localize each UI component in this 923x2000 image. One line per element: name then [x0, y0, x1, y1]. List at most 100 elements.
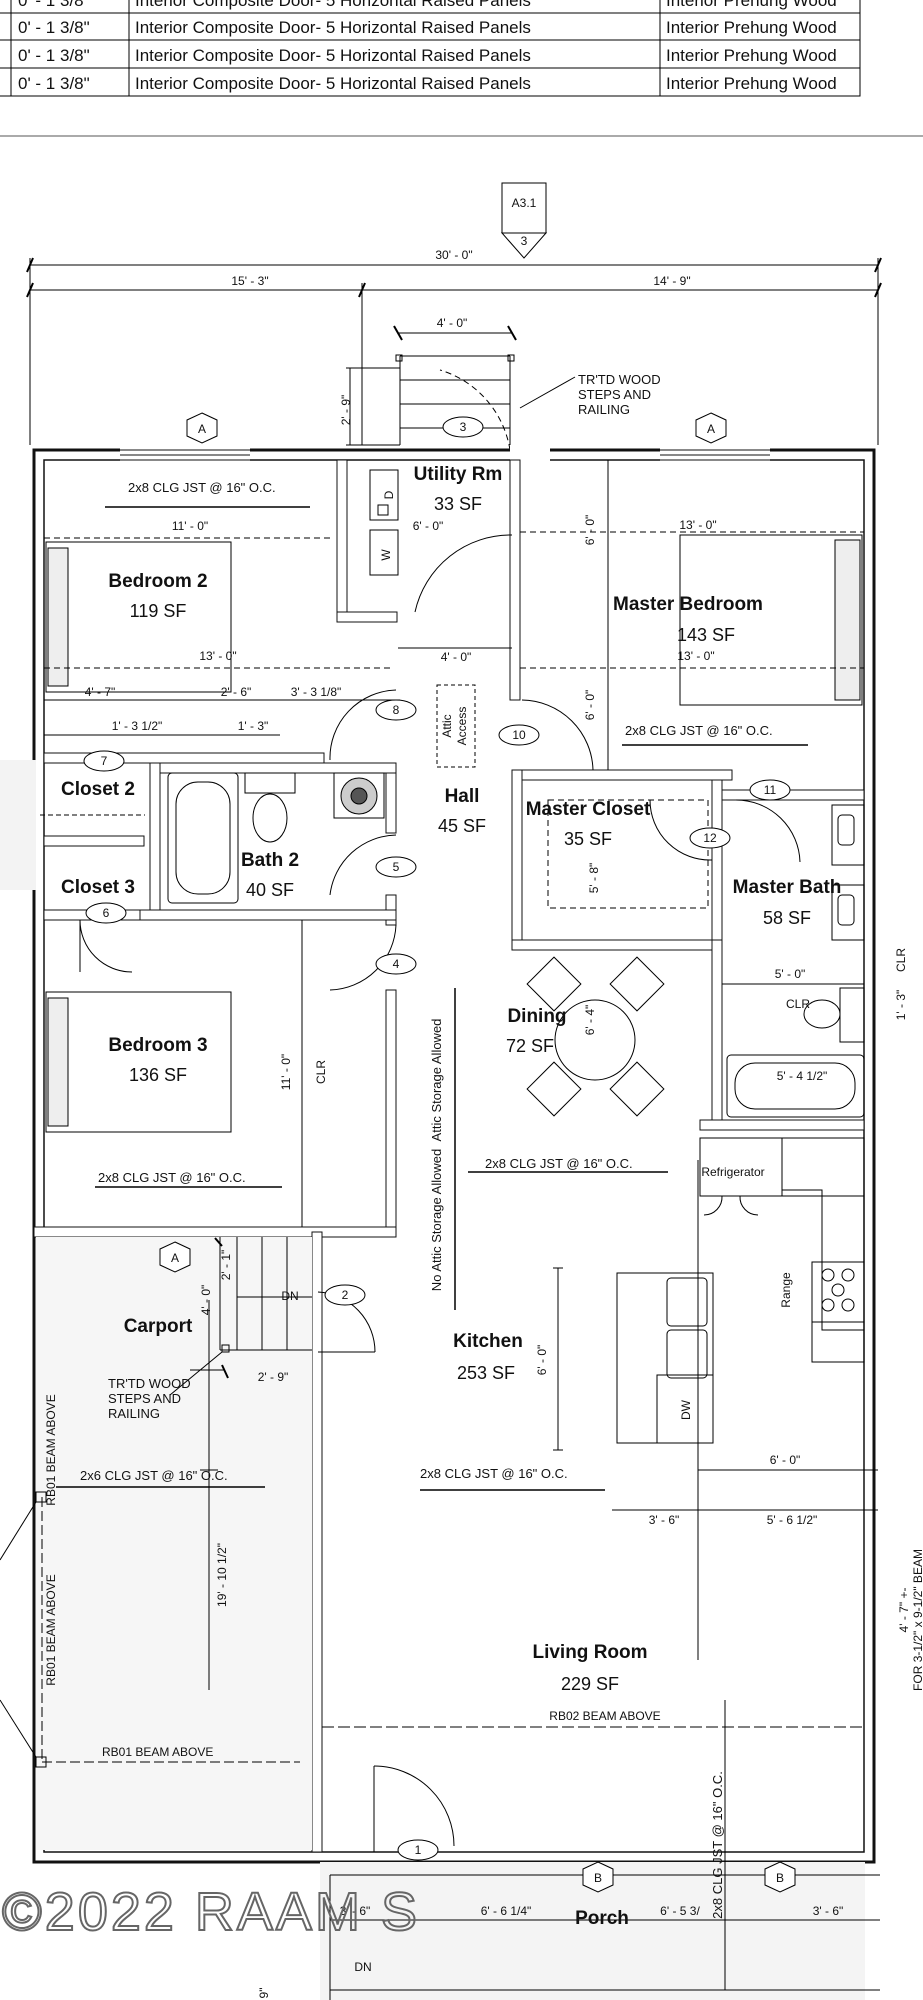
table-row: 0' - 1 3/8" Interior Composite Door- 5 H…	[18, 18, 837, 37]
door-tag: 10	[498, 724, 540, 746]
section-mark: B	[582, 1861, 614, 1893]
room-dining: Dining	[507, 1006, 566, 1027]
dim-carport-b: 2' - 1"	[219, 1250, 233, 1281]
bedroom-3: Bedroom 3 136 SF 11' - 0" CLR 2x8 CLG JS…	[45, 920, 328, 1227]
room-area: 119 SF	[130, 601, 187, 621]
joist-2x6: 2x6 CLG JST @ 16" O.C.	[56, 1468, 265, 1488]
type-cell: Interior Prehung Wood	[666, 46, 837, 65]
dim-carport-step: 2' - 9"	[258, 1370, 289, 1384]
dim-step-depth: 2' - 9"	[339, 395, 353, 426]
dim-mbath-width: 5' - 0"	[775, 967, 806, 981]
clr-label: CLR	[894, 948, 908, 972]
note-rb02-beam: RB02 BEAM ABOVE	[549, 1709, 660, 1723]
dim-d5: 1' - 3"	[238, 719, 269, 733]
room-area: 136 SF	[129, 1065, 187, 1085]
svg-text:2: 2	[342, 1288, 349, 1302]
dim-bed2-width2: 13' - 0"	[199, 649, 236, 663]
clr-label: CLR	[786, 997, 810, 1011]
door-tag: 8	[375, 699, 417, 721]
svg-text:5: 5	[393, 860, 400, 874]
porch: 1 B B 3' - 6" 6' - 6 1/4" Porch 6' - 5 3…	[257, 1839, 880, 1999]
door-tag: 1	[397, 1839, 439, 1861]
dim-kit-height: 6' - 0"	[535, 1345, 549, 1376]
svg-text:7: 7	[101, 754, 108, 768]
svg-text:RAILING: RAILING	[578, 402, 630, 417]
type-cell: Interior Prehung Wood	[666, 74, 837, 93]
utility-room: D W Utility Rm 33 SF 6' - 0" 4' - 0"	[369, 464, 513, 664]
dim-tub-width: 5' - 4 1/2"	[777, 1069, 828, 1083]
washer-label: W	[379, 549, 393, 561]
svg-text:STEPS AND: STEPS AND	[578, 387, 651, 402]
dim-d4: 1' - 3 1/2"	[112, 719, 163, 733]
dim-mb-height2: 6' - 0"	[583, 690, 597, 721]
room-name: Hall	[445, 786, 480, 807]
closet-2: Closet 2	[40, 779, 145, 816]
door-tag: 5	[375, 856, 417, 878]
type-cell: Interior Prehung Wood	[666, 0, 837, 10]
door-tag: 6	[85, 902, 127, 924]
room-area: 143 SF	[677, 625, 735, 645]
room-name: Bath 2	[241, 850, 299, 871]
door-tag: 4	[375, 953, 417, 975]
dining	[526, 956, 665, 1117]
section-mark: A	[159, 1241, 191, 1273]
dn-label: DN	[281, 1289, 298, 1303]
dim-carport-a: 4' - 0"	[199, 1285, 213, 1316]
room-area: 40 SF	[246, 880, 294, 900]
svg-text:TR'TD WOOD: TR'TD WOOD	[578, 372, 661, 387]
attic-access-label: Access	[455, 707, 469, 746]
dim-porch-cut: 9"	[257, 1988, 271, 1999]
section-mark: A	[186, 412, 218, 444]
dim-mb-width: 13' - 0"	[679, 518, 716, 532]
dim-step-width: 4' - 0"	[437, 316, 468, 330]
attic-access-label: Attic	[440, 714, 454, 737]
bath-2: Bath 2 40 SF	[167, 772, 397, 904]
section-mark: B	[764, 1861, 796, 1893]
svg-text:11: 11	[764, 783, 777, 797]
description-cell: Interior Composite Door- 5 Horizontal Ra…	[135, 0, 531, 10]
section-number: 3	[521, 234, 528, 248]
note-attic-storage: Attic Storage Allowed	[429, 1019, 444, 1142]
closet-3: Closet 3	[61, 877, 135, 973]
svg-text:2x6 CLG JST @ 16" O.C.: 2x6 CLG JST @ 16" O.C.	[80, 1468, 228, 1483]
dw-label: DW	[679, 1399, 693, 1420]
door-tag: 11	[749, 779, 791, 801]
note-for-beam: FOR 3-1/2" x 9-1/2" BEAM	[911, 1549, 923, 1691]
room-living-area: 229 SF	[561, 1674, 619, 1694]
joist-porch-note: 2x8 CLG JST @ 16" O.C.	[710, 1771, 725, 1919]
description-cell: Interior Composite Door- 5 Horizontal Ra…	[135, 46, 531, 65]
room-name: Master Bedroom	[613, 594, 763, 615]
beam-lines	[0, 1491, 300, 1768]
dim-hall-width: 4' - 0"	[441, 650, 472, 664]
dim-right: 14' - 9"	[653, 274, 690, 288]
dim-overall: 30' - 0"	[435, 248, 472, 262]
svg-text:A: A	[198, 422, 206, 436]
room-name: Utility Rm	[414, 464, 503, 485]
joist-note: 2x8 CLG JST @ 16" O.C.	[485, 1156, 633, 1171]
dim-porch-d: 3' - 6"	[813, 1904, 844, 1918]
dim-porch-c: 6' - 5 3/	[660, 1904, 700, 1918]
svg-text:3: 3	[460, 420, 467, 434]
dim-bed3-height: 11' - 0"	[279, 1054, 293, 1090]
door-schedule-table: 0' - 1 3/8" Interior Composite Door- 5 H…	[0, 0, 923, 137]
joist-note: 2x8 CLG JST @ 16" O.C.	[128, 480, 276, 495]
note-no-attic-storage: No Attic Storage Allowed	[429, 1149, 444, 1291]
room-porch: Porch	[575, 1908, 629, 1929]
dim-lr-a: 3' - 6"	[649, 1513, 680, 1527]
dim-mc-height: 5' - 8"	[587, 863, 601, 894]
master-bedroom: 13' - 0" Master Bedroom 143 SF 13' - 0" …	[520, 460, 864, 771]
dim-porch-a: 3' - 6"	[340, 1904, 371, 1918]
dim-mb-width2: 13' - 0"	[677, 649, 714, 663]
room-area: 58 SF	[763, 908, 811, 928]
table-row: 0' - 1 3/8" Interior Composite Door- 5 H…	[18, 74, 837, 93]
door-tag: 7	[83, 750, 125, 772]
note-rb01-beam: RB01 BEAM ABOVE	[102, 1745, 213, 1759]
section-mark: A	[695, 412, 727, 444]
description-cell: Interior Composite Door- 5 Horizontal Ra…	[135, 74, 531, 93]
thickness-cell: 0' - 1 3/8"	[18, 0, 90, 10]
svg-text:4: 4	[393, 957, 400, 971]
room-area: 33 SF	[434, 494, 482, 514]
room-kitchen-area: 253 SF	[457, 1363, 515, 1383]
thickness-cell: 0' - 1 3/8"	[18, 18, 90, 37]
dim-d1: 4' - 7"	[85, 685, 116, 699]
